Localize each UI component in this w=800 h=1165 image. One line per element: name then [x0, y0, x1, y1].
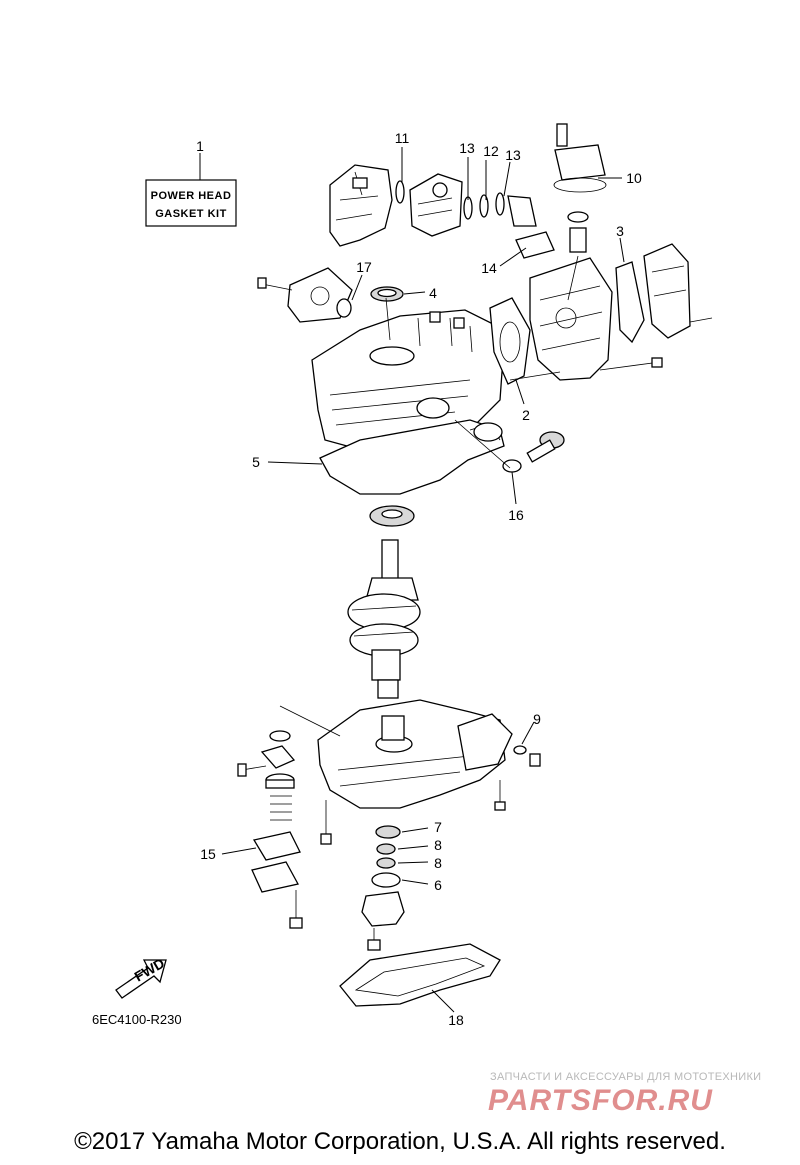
- callout-9: 9: [533, 711, 541, 727]
- watermark-tagline: ЗАПЧАСТИ И АКСЕССУАРЫ ДЛЯ МОТОТЕХНИКИ: [490, 1071, 762, 1083]
- callout-5: 5: [252, 454, 260, 470]
- crankshaft-part: [347, 539, 421, 699]
- head-cover-gasket-3: [615, 261, 645, 344]
- seal-housing-part: [361, 891, 405, 951]
- thermostat-cover-part: [553, 123, 607, 253]
- callout-4: 4: [429, 285, 437, 301]
- o-ring-6: [371, 872, 401, 888]
- callout-16: 16: [508, 507, 524, 523]
- head-cover-part: [643, 243, 713, 339]
- callout-2: 2: [522, 407, 530, 423]
- o-ring-16: [502, 459, 522, 473]
- fwd-label: FWD: [132, 955, 168, 985]
- relief-valve-part: [237, 730, 303, 929]
- callout-14: 14: [481, 260, 497, 276]
- copyright-notice: ©2017 Yamaha Motor Corporation, U.S.A. A…: [74, 1128, 726, 1155]
- leader-lines: [221, 147, 625, 1013]
- seal-8b: [376, 857, 396, 869]
- oil-filler-cap-part: [526, 431, 565, 463]
- crankcase-gasket-5: [319, 419, 505, 495]
- callout-17: 17: [356, 259, 372, 275]
- callout-7: 7: [434, 819, 442, 835]
- callout-8a: 8: [434, 837, 442, 853]
- callout-8b: 8: [434, 855, 442, 871]
- callout-6: 6: [434, 877, 442, 893]
- kit-box-line2: GASKET KIT: [155, 208, 227, 220]
- cylinder-block-part: [311, 309, 506, 456]
- callout-1: 1: [196, 138, 204, 154]
- head-gasket-2: [489, 297, 531, 385]
- exhaust-cover-gasket-18: [339, 943, 501, 1007]
- washer-9: [513, 745, 527, 755]
- callout-15: 15: [200, 846, 216, 862]
- diagram-code: 6EC4100-R230: [92, 1012, 182, 1027]
- oil-seal-4: [370, 286, 404, 302]
- callout-3: 3: [616, 223, 624, 239]
- manifold-gasket-part: [515, 231, 555, 259]
- fwd-arrow-icon: FWD: [115, 955, 168, 999]
- callout-13a: 13: [459, 140, 475, 156]
- callout-18: 18: [448, 1012, 464, 1028]
- oil-seal-7: [375, 825, 401, 839]
- callout-13b: 13: [505, 147, 521, 163]
- kit-box-line1: POWER HEAD: [151, 190, 232, 202]
- upper-bearing-part: [369, 505, 415, 527]
- bolt-9: [529, 753, 541, 767]
- seal-8a: [376, 843, 396, 855]
- callout-12: 12: [483, 143, 499, 159]
- gasket-kit-box[interactable]: POWER HEAD GASKET KIT: [145, 179, 237, 227]
- port-cover-part: [473, 422, 503, 442]
- callout-10: 10: [626, 170, 642, 186]
- o-ring-17: [336, 298, 352, 318]
- carburetor-part: [395, 173, 537, 237]
- callout-11: 11: [395, 130, 410, 146]
- silencer-cover-part: [329, 164, 393, 247]
- oil-pump-part: [257, 267, 353, 323]
- crankcase-part: [317, 699, 513, 809]
- watermark-logo: PARTSFOR.RU: [488, 1084, 713, 1117]
